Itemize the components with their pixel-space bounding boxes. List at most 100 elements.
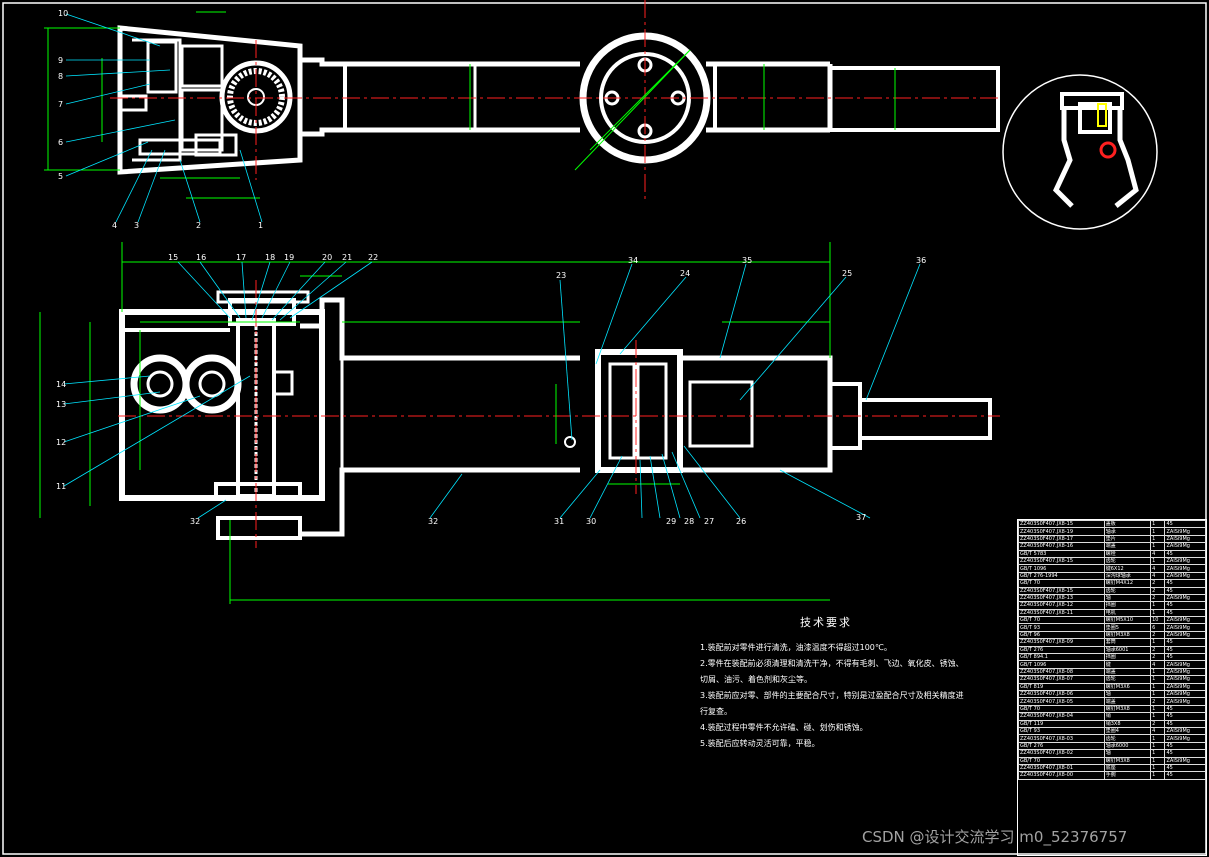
bom-cell: ZAlSi9Mg <box>1164 697 1206 706</box>
callout-28: 28 <box>684 517 694 526</box>
tech-item: 5.装配后应转动灵活可靠，平稳。 <box>700 739 820 748</box>
tech-item: 切屑、油污、着色剂和灰尘等。 <box>700 675 812 684</box>
motor-gear-right <box>182 354 242 414</box>
bom-cell: ZZ403S0F407.JX8-12 <box>1018 601 1105 610</box>
bom-cell: 45 <box>1164 704 1206 714</box>
front-centerlines <box>118 280 1000 548</box>
bom-cell: 挡圈 <box>1103 601 1152 610</box>
bom-cell: ZZ403S0F407.JX8-11 <box>1018 608 1105 618</box>
bom-cell: 4 <box>1150 549 1166 558</box>
bom-cell: 盖板 <box>1103 519 1152 529</box>
callout-10: 10 <box>58 9 68 18</box>
bom-cell: 1 <box>1150 689 1166 699</box>
callout-23: 23 <box>556 271 566 280</box>
bom-cell: 45 <box>1164 586 1206 595</box>
bom-cell: 垫圈5 <box>1103 623 1152 632</box>
bom-cell: ZZ403S0F407.JX8-08 <box>1018 667 1105 677</box>
bom-cell: ZAlSi9Mg <box>1164 616 1206 625</box>
front-dims <box>39 242 831 604</box>
bom-cell: ZZ403S0F407.JX8-03 <box>1018 734 1105 743</box>
bom-cell: ZZ403S0F407.JX8-02 <box>1018 749 1105 758</box>
bom-cell: 螺钉M3X6 <box>1103 682 1152 692</box>
callout-26: 26 <box>736 517 746 526</box>
bom-cell: 1 <box>1150 519 1166 529</box>
bom-cell: 端盖 <box>1103 667 1152 677</box>
bom-cell: GB/T 70 <box>1018 616 1105 625</box>
callout-11: 11 <box>56 482 66 491</box>
bom-cell: 45 <box>1164 549 1206 558</box>
bom-cell: GB/T 276-1994 <box>1018 571 1105 581</box>
bom-cell: ZAlSi9Mg <box>1164 689 1206 699</box>
callout-18: 18 <box>265 253 275 262</box>
callout-12: 12 <box>56 438 66 447</box>
bom-cell: 轴承6001 <box>1103 645 1152 655</box>
bom-cell: ZZ403S0F407.JX8-17 <box>1018 534 1105 544</box>
bom-cell: 手腕 <box>1103 771 1152 780</box>
bom-cell: 挡圈 <box>1103 653 1152 662</box>
callout-32-left: 32 <box>190 517 200 526</box>
bom-cell: ZZ403S0F407.JX8-19 <box>1018 527 1105 536</box>
bom-cell: 螺钉M3X8 <box>1103 704 1152 714</box>
bom-cell: ZAlSi9Mg <box>1164 682 1206 692</box>
bom-cell: 45 <box>1164 638 1206 647</box>
callout-1: 1 <box>258 221 263 230</box>
callout-30: 30 <box>586 517 596 526</box>
callout-32: 32 <box>428 517 438 526</box>
bom-cell: 套筒 <box>1103 638 1152 647</box>
bom-cell: ZZ403S0F407.JX8-15 <box>1018 519 1105 529</box>
callout-31: 31 <box>554 517 564 526</box>
bom-cell: 4 <box>1150 564 1166 573</box>
bom-cell: 2 <box>1150 645 1166 655</box>
bom-cell: 轴 <box>1103 749 1152 758</box>
bom-cell: GB/T 1096 <box>1018 660 1105 669</box>
bom-cell: GB/T 1096 <box>1018 564 1105 573</box>
bom-cell: 1 <box>1150 601 1166 610</box>
bom-cell: 齿轮 <box>1103 556 1152 566</box>
bom-cell: 45 <box>1164 601 1206 610</box>
callout-15: 15 <box>168 253 178 262</box>
bom-cell: GB/T 70 <box>1018 756 1105 765</box>
bom-cell: 齿轮 <box>1103 734 1152 743</box>
bom-cell: 2 <box>1150 586 1166 595</box>
bom-cell: 1 <box>1150 704 1166 714</box>
bom-cell: 1 <box>1150 734 1166 743</box>
bom-cell: 2 <box>1150 653 1166 662</box>
callout-20: 20 <box>322 253 332 262</box>
bom-cell: GB/T 96 <box>1018 630 1105 640</box>
bom-cell: 螺钉M3X8 <box>1103 630 1152 640</box>
bom-cell: 2 <box>1150 579 1166 588</box>
bom-cell: 1 <box>1150 771 1166 780</box>
bom-cell: 轴 <box>1103 689 1152 699</box>
bom-cell: 1 <box>1150 608 1166 618</box>
bom-cell: 1 <box>1150 638 1166 647</box>
top-view <box>117 25 1000 175</box>
bom-cell: 2 <box>1150 719 1166 728</box>
bom-cell: 45 <box>1164 653 1206 662</box>
tech-requirements-title: 技术要求 <box>800 616 852 629</box>
bom-cell: 45 <box>1164 749 1206 758</box>
bom-cell: ZAlSi9Mg <box>1164 667 1206 677</box>
callout-17: 17 <box>236 253 246 262</box>
bom-cell: 1 <box>1150 682 1166 692</box>
bom-cell: 2 <box>1150 630 1166 640</box>
callout-labels: 10 9 8 7 6 5 4 3 2 1 15 16 17 18 19 20 2… <box>56 9 926 526</box>
bom-cell: ZZ403S0F407.JX8-16 <box>1018 542 1105 551</box>
